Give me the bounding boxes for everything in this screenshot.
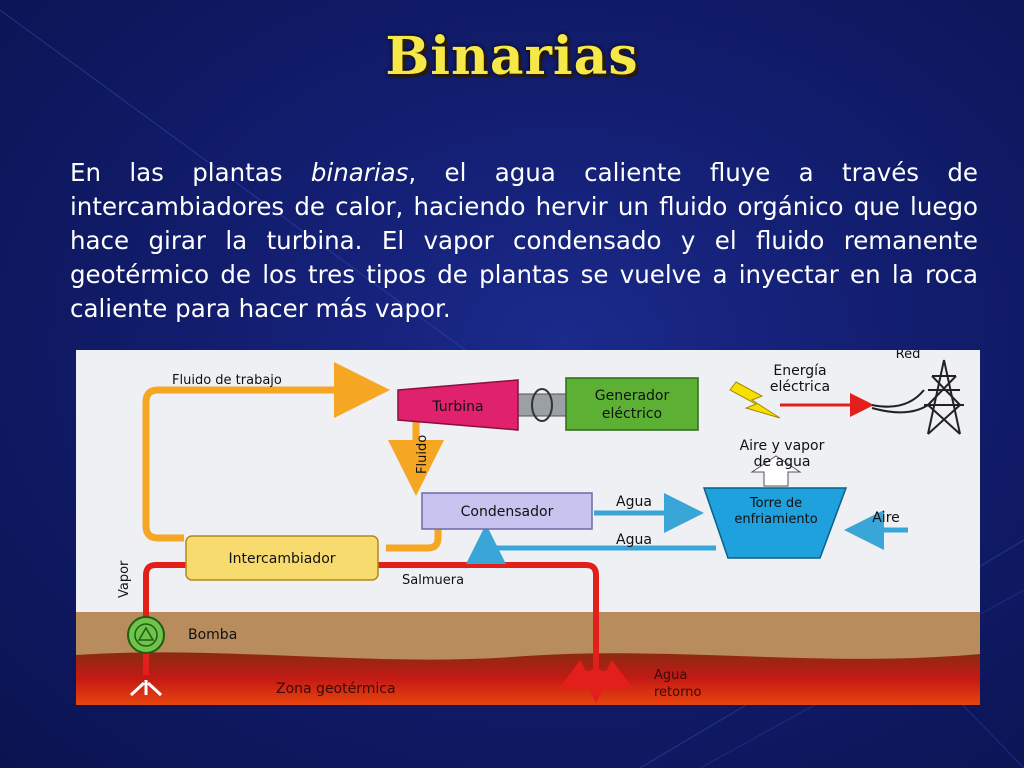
red-label: Red	[896, 350, 921, 362]
geothermal-zone-label: Zona geotérmica	[276, 681, 396, 697]
return-water-label-1: Agua	[654, 668, 687, 683]
air-vapor-label-1: Aire y vapor	[740, 438, 825, 454]
pump-triangle	[137, 626, 155, 641]
paragraph-italic: binarias	[310, 158, 409, 187]
water-label-top: Agua	[616, 494, 652, 510]
slide-paragraph: En las plantas binarias, el agua calient…	[70, 156, 978, 326]
water-return	[466, 524, 716, 564]
energy-label-2: eléctrica	[770, 379, 830, 395]
generator-label-1: Generador	[595, 388, 670, 404]
air-vapor-label-2: de agua	[754, 454, 811, 470]
cooling-tower	[702, 487, 848, 559]
binary-plant-diagram: Turbina Generador eléctrico Energía eléc…	[76, 350, 980, 705]
tower-label-2: enfriamiento	[734, 512, 817, 527]
condenser-box	[421, 492, 593, 530]
pump-label: Bomba	[188, 627, 237, 643]
working-fluid-label: Fluido de trabajo	[172, 373, 282, 388]
shaft-rotation-icon	[531, 388, 553, 422]
condenser-label: Condensador	[461, 504, 554, 520]
vapor-out-arrow	[750, 455, 802, 487]
exchanger-box	[185, 535, 379, 581]
pump-inner-ring	[134, 623, 158, 647]
pump-icon	[127, 616, 165, 654]
generator-box	[565, 377, 699, 431]
slide-title: Binarias	[385, 26, 639, 87]
paragraph-start: En las plantas	[70, 158, 311, 187]
turbine-box	[397, 379, 519, 431]
water-label-bottom: Agua	[616, 532, 652, 548]
exchanger-label: Intercambiador	[228, 551, 335, 567]
brine-label: Salmuera	[402, 573, 464, 588]
brine-loop	[143, 562, 599, 675]
lightning-icon	[729, 381, 781, 419]
turbine-label: Turbina	[431, 399, 483, 415]
turbine-shaft	[517, 393, 567, 417]
inflow-arrows	[129, 680, 163, 697]
power-tower-icon	[871, 359, 964, 435]
air-label: Aire	[872, 510, 900, 526]
energy-label-1: Energía	[773, 363, 826, 379]
fluido-label: Fluido	[415, 435, 430, 474]
geothermal-zone	[76, 652, 980, 705]
return-arrows	[558, 659, 634, 703]
return-water-label-2: retorno	[654, 685, 701, 700]
tower-label-1: Torre de	[749, 496, 802, 511]
vapor-label: Vapor	[117, 560, 132, 598]
generator-label-2: eléctrico	[602, 406, 662, 422]
paragraph-end: , el agua caliente fluye a través de int…	[70, 158, 978, 323]
